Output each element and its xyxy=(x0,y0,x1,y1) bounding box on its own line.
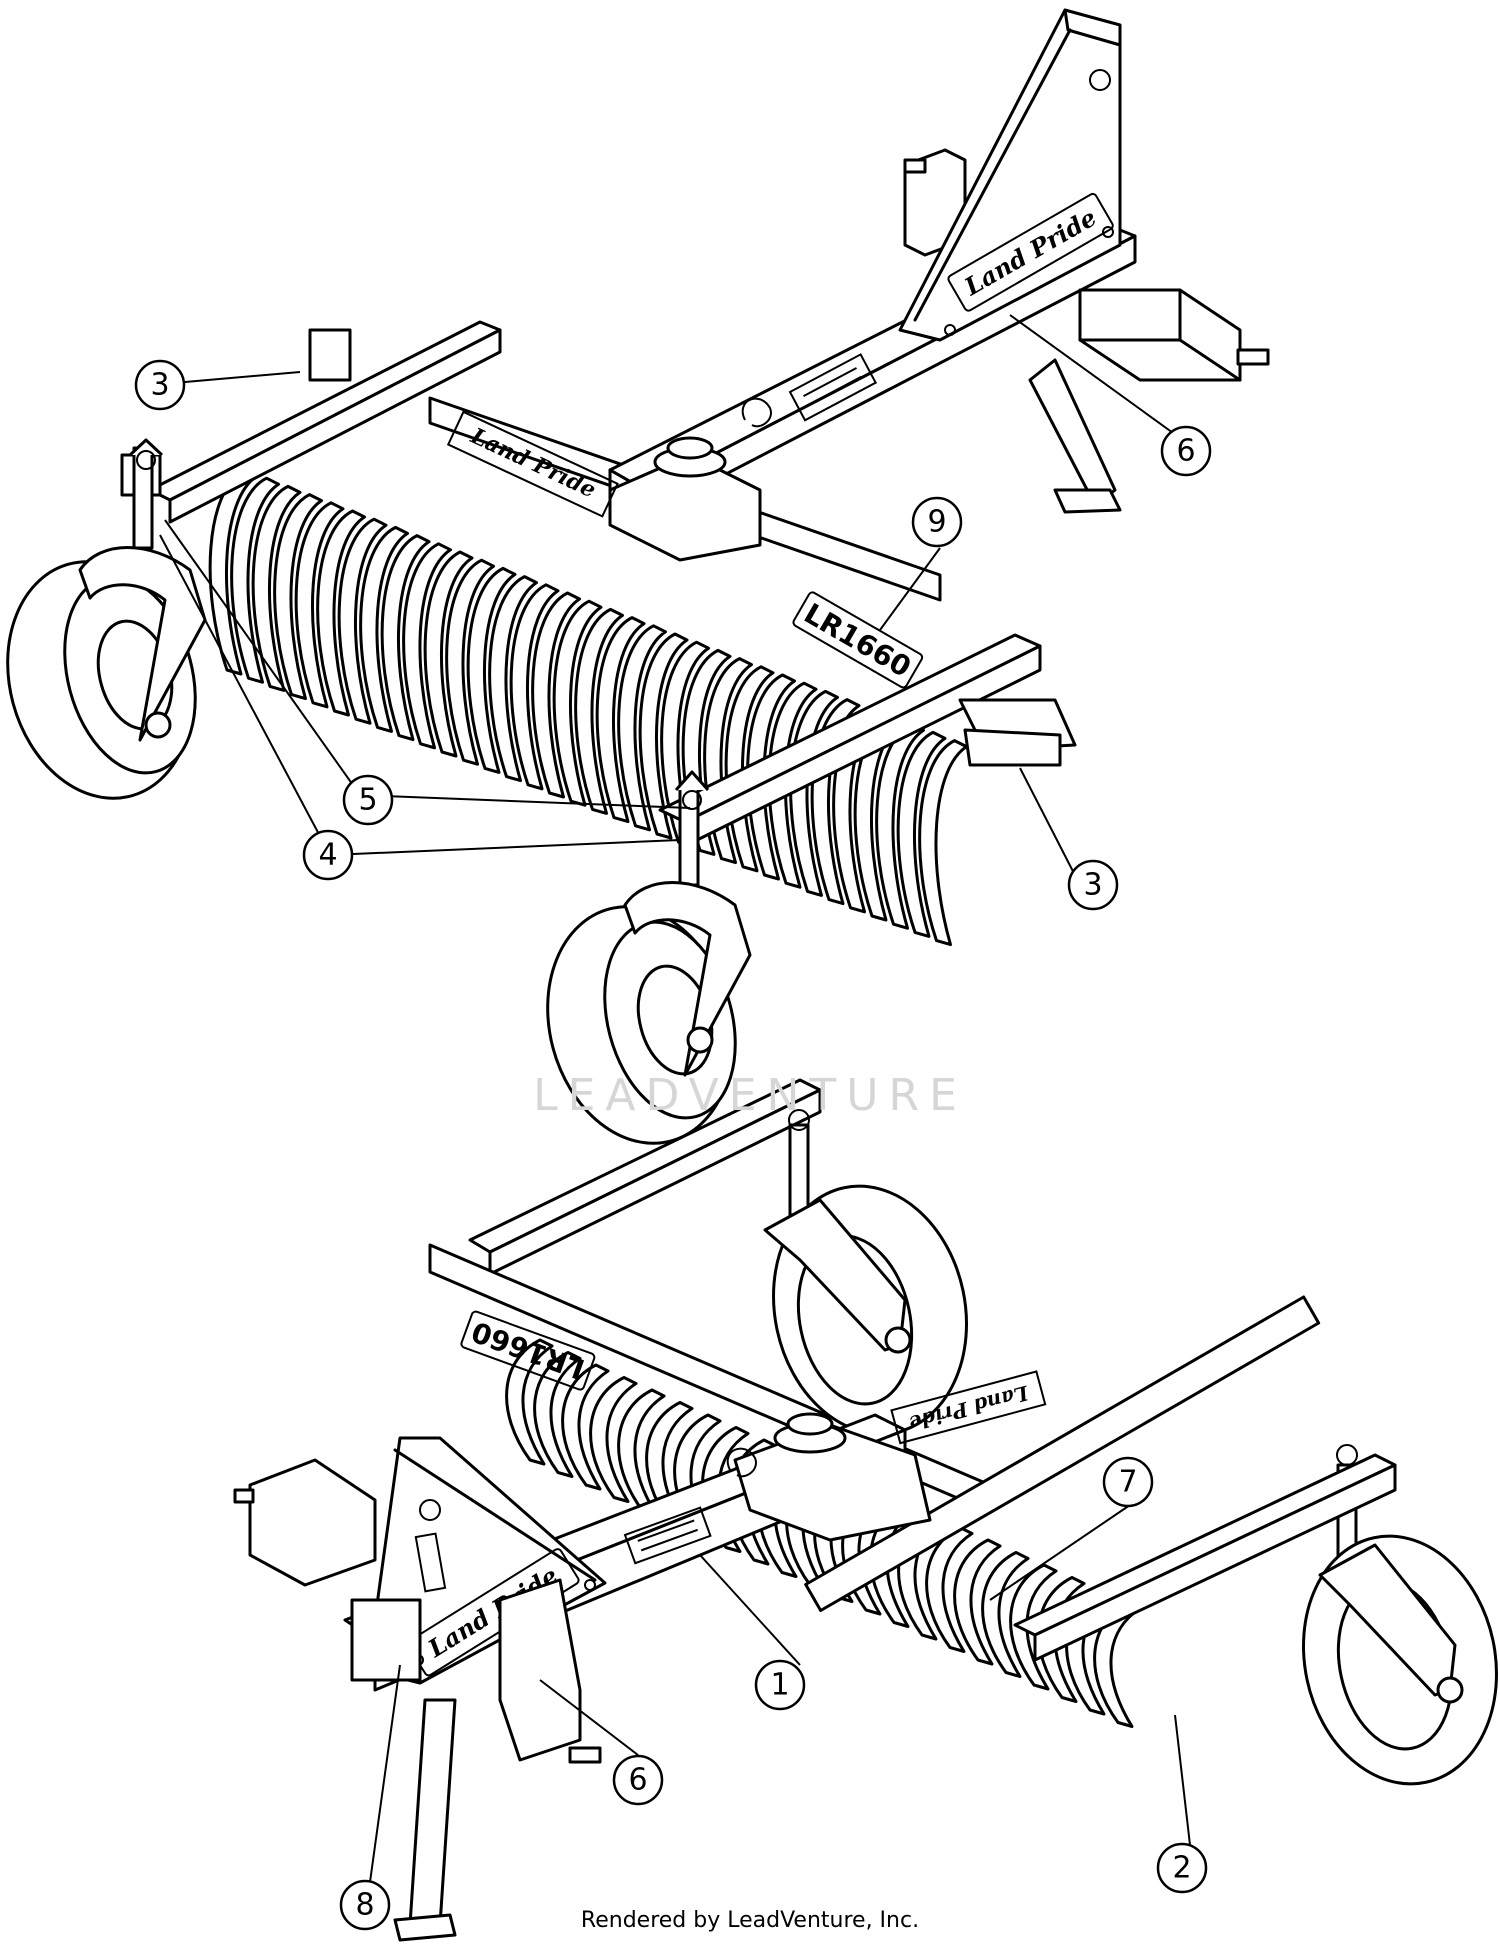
watermark-text: LEADVENTURE xyxy=(533,1070,967,1121)
callout-item-7: 7 xyxy=(1102,1456,1154,1508)
rake-tine xyxy=(505,1338,554,1466)
rake-tine xyxy=(561,1363,610,1491)
callout-item-5: 5 xyxy=(342,774,394,826)
svg-text:1: 1 xyxy=(770,1668,789,1703)
rake-tine xyxy=(574,607,624,815)
callout-item-6-bottom: 6 xyxy=(612,1754,664,1806)
top-rake-assembly: Land Pride Land Pride LR1660 xyxy=(6,8,1270,1145)
callout-item-4: 4 xyxy=(302,829,354,881)
rake-tine xyxy=(925,1526,974,1653)
rake-tine xyxy=(617,624,667,832)
rake-tine xyxy=(294,501,345,709)
rake-tine xyxy=(208,468,259,676)
svg-text:4: 4 xyxy=(318,838,337,873)
callout-item-9: 9 xyxy=(911,496,963,548)
rake-tine xyxy=(380,534,431,742)
callout-item-1: 1 xyxy=(754,1659,806,1711)
rake-tine xyxy=(359,525,409,733)
callout-leaders xyxy=(159,314,1191,1883)
rake-tine xyxy=(918,739,968,947)
rake-tine xyxy=(316,509,366,717)
callout-item-3-top: 3 xyxy=(134,359,186,411)
rake-tine xyxy=(638,632,689,840)
callout-item-6-top: 6 xyxy=(1160,425,1212,477)
svg-text:9: 9 xyxy=(927,505,946,540)
svg-text:3: 3 xyxy=(150,368,169,403)
rake-tine xyxy=(488,575,538,783)
svg-text:3: 3 xyxy=(1083,868,1102,903)
svg-text:2: 2 xyxy=(1172,1851,1191,1886)
rake-tine xyxy=(1009,1563,1058,1691)
rake-tine xyxy=(531,591,581,799)
callout-item-2: 2 xyxy=(1156,1842,1208,1894)
rake-tine xyxy=(896,730,947,938)
svg-text:8: 8 xyxy=(355,1888,374,1923)
rake-tine xyxy=(445,558,495,766)
callout-item-8: 8 xyxy=(339,1879,391,1931)
rake-tine xyxy=(466,566,517,774)
rake-tine xyxy=(273,493,323,701)
rake-tine xyxy=(423,550,474,758)
svg-text:6: 6 xyxy=(628,1763,647,1798)
rake-tine xyxy=(589,1376,638,1503)
rake-tine xyxy=(746,673,796,881)
rake-tine xyxy=(533,1351,582,1478)
rake-tine xyxy=(981,1551,1030,1678)
rake-tine xyxy=(251,484,302,692)
bottom-rake-assembly: LR1660 Land Pride Land Pride xyxy=(233,1078,1498,1942)
rake-tine xyxy=(953,1538,1002,1666)
rake-tine xyxy=(1093,1601,1142,1728)
render-credit: Rendered by LeadVenture, Inc. xyxy=(580,1908,920,1933)
rake-tine xyxy=(509,583,560,791)
svg-text:7: 7 xyxy=(1118,1465,1137,1500)
rake-tine xyxy=(595,616,646,824)
svg-text:5: 5 xyxy=(358,783,377,818)
callout-item-3-right: 3 xyxy=(1067,859,1119,911)
rake-tine xyxy=(402,542,452,750)
model-decal-top: LR1660 xyxy=(798,597,916,684)
svg-text:6: 6 xyxy=(1176,434,1195,469)
rake-tine xyxy=(767,681,818,889)
rake-tine xyxy=(337,517,388,725)
rake-tine xyxy=(875,722,925,930)
